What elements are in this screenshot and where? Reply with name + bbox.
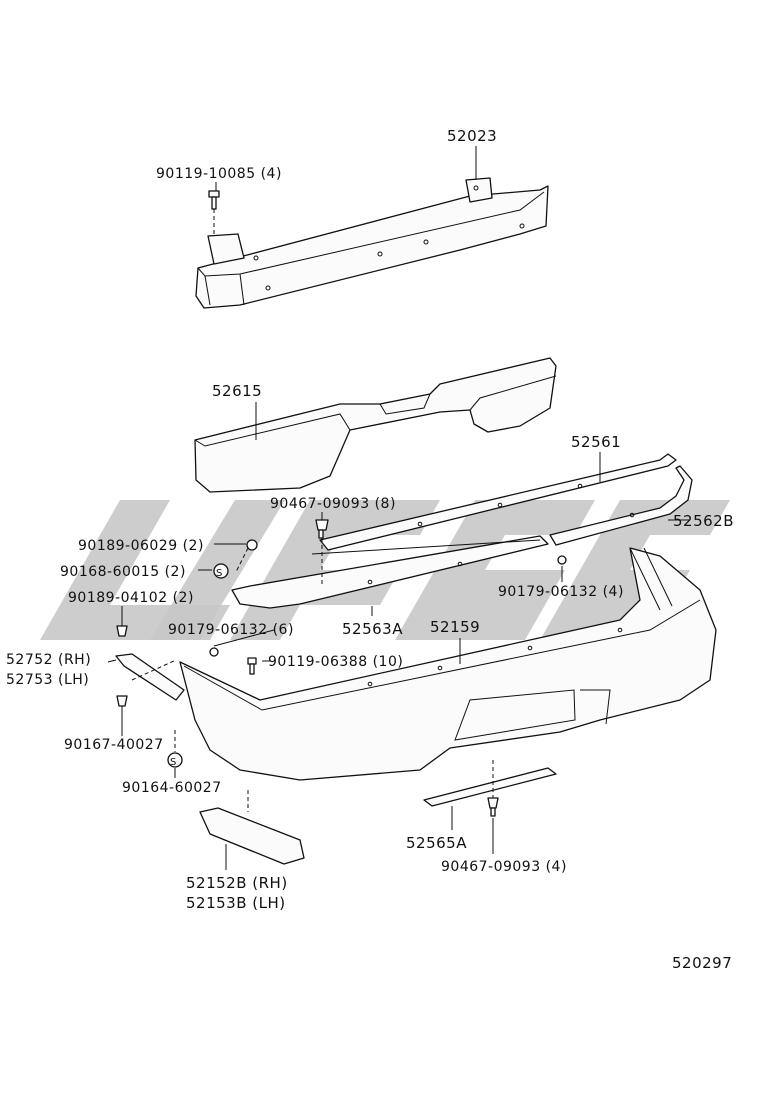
svg-text:S: S	[170, 757, 177, 768]
label-retainer-center: 52565A	[406, 834, 467, 852]
label-extension-lh: 52153B (LH)	[186, 894, 286, 912]
label-nut-4: 90179-06132 (4)	[498, 584, 624, 600]
retainer-center-part	[423, 767, 557, 807]
nut-2-icon: S	[213, 563, 229, 579]
bumper-cover-part	[179, 547, 717, 781]
label-nut-60027: 90164-60027	[122, 780, 222, 796]
label-bracket-rh: 52752 (RH)	[6, 652, 91, 668]
label-retainer-upper: 52561	[571, 433, 621, 451]
absorber-part	[194, 357, 557, 493]
reinforcement-part	[195, 177, 549, 309]
label-nut-6: 90179-06132 (6)	[168, 622, 294, 638]
label-bolt-top: 90119-10085 (4)	[156, 166, 282, 182]
diagram-id: 520297	[672, 954, 732, 972]
label-bracket-lh: 52753 (LH)	[6, 672, 89, 688]
screw-04102-icon	[116, 625, 128, 637]
label-retainer-lower: 52563A	[342, 620, 403, 638]
label-retainer-side: 52562B	[673, 512, 734, 530]
label-reinforcement: 52023	[447, 127, 497, 145]
label-clip-4: 90467-09093 (4)	[441, 859, 567, 875]
label-clip-8: 90467-09093 (8)	[270, 496, 396, 512]
label-cover: 52159	[430, 618, 480, 636]
extension-part	[199, 807, 305, 865]
nut-60027-icon: S	[167, 752, 183, 768]
screw-2-icon	[246, 539, 258, 551]
bolt-10-icon	[247, 657, 257, 675]
label-screw-2: 90189-06029 (2)	[78, 538, 204, 554]
label-screw-40027: 90167-40027	[64, 737, 164, 753]
screw-40027-icon	[116, 695, 128, 707]
clip-4-icon	[487, 797, 499, 817]
retainer-side-part	[549, 465, 693, 546]
bracket-part	[115, 653, 185, 701]
retainer-lower-part	[231, 535, 549, 609]
retainer-upper-part	[319, 453, 677, 551]
label-absorber: 52615	[212, 382, 262, 400]
label-bolt-10: 90119-06388 (10)	[268, 654, 403, 670]
nut-6-icon	[209, 647, 219, 657]
bolt-top-icon	[208, 190, 220, 210]
label-screw-04102: 90189-04102 (2)	[68, 590, 194, 606]
label-extension-rh: 52152B (RH)	[186, 874, 288, 892]
clip-8-icon	[315, 519, 329, 539]
nut-4-icon	[557, 555, 567, 565]
label-nut-2: 90168-60015 (2)	[60, 564, 186, 580]
svg-text:S: S	[216, 568, 223, 579]
